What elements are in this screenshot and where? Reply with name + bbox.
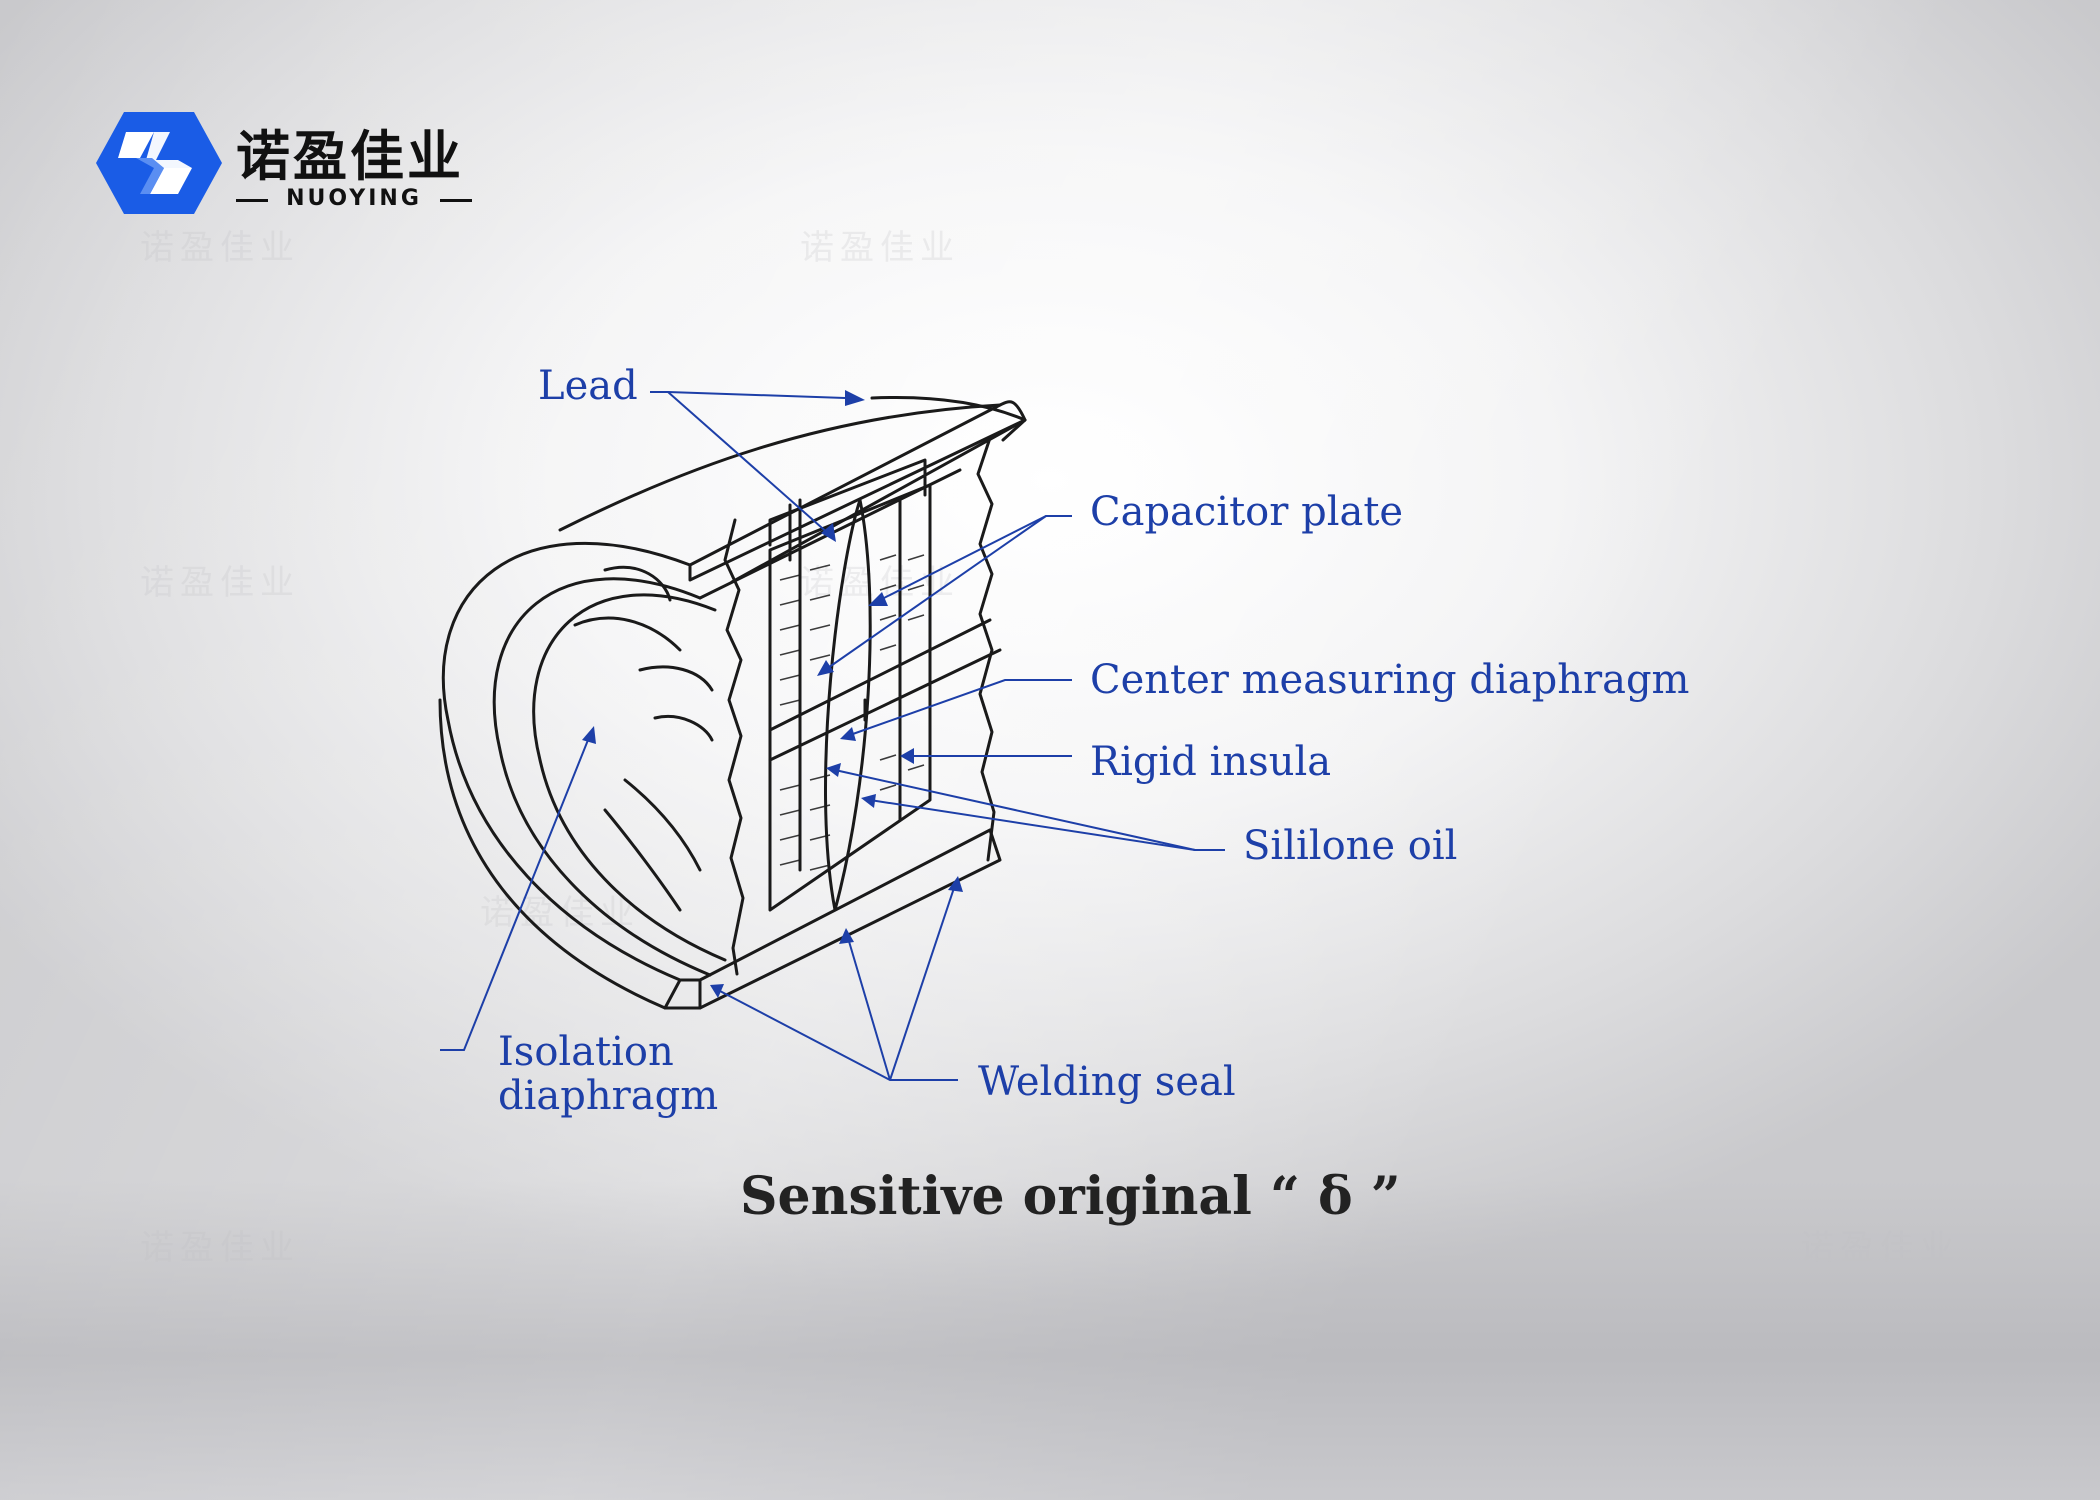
watermark-text: 诺盈佳业 [480,893,640,933]
logo-name-cn: 诺盈佳业 [236,125,464,188]
label-isolation-diaphragm-line1: Isolation [498,1029,674,1075]
label-silicone-oil: Sililone oil [1243,823,1458,869]
arrowhead-oil-lower [861,794,876,808]
watermark-text: 诺盈佳业 [140,1228,300,1268]
arrowhead-capacitor-upper [868,592,888,606]
label-isolation-diaphragm-line2: diaphragm [498,1073,719,1119]
label-rigid-insula: Rigid insula [1090,739,1332,785]
label-capacitor-plate: Capacitor plate [1090,489,1404,535]
leader-arrowheads [582,390,963,998]
arrowhead-center-diaphragm [840,727,856,741]
arrowhead-isolation [582,726,596,744]
leader-lines [440,391,1225,1081]
watermark-text: 诺盈佳业 [800,228,960,268]
watermark-text: 诺盈佳业 [1800,1228,1960,1268]
arrowhead-oil-upper [826,763,841,777]
arrowhead-weld-right [948,876,963,892]
diagram-caption: Sensitive original “ δ ” [740,1166,1401,1227]
company-logo: 诺盈佳业 NUOYING [96,110,476,220]
arrowhead-lead-wire [821,523,836,542]
logo-rule-right [440,199,472,202]
watermark-text: 诺盈佳业 [140,228,300,268]
logo-tagline: NUOYING [236,186,472,214]
logo-mark-icon [96,112,222,214]
label-lead: Lead [538,363,638,409]
background-floor-shadow [0,1180,2100,1500]
arrowhead-weld-left [710,984,724,998]
arrowhead-weld-middle [839,928,854,944]
logo-rule-left [236,199,268,202]
logo-name-en: NUOYING [286,186,422,211]
arrowhead-capacitor-lower [817,660,834,676]
arrowhead-rigid-insula [900,748,914,764]
label-center-measuring-diaphragm: Center measuring diaphragm [1090,657,1690,703]
sensor-drawing [438,396,1027,1010]
watermark-text: 诺盈佳业 [140,563,300,603]
label-welding-seal: Welding seal [978,1059,1236,1105]
arrowhead-lead-top [845,390,865,406]
